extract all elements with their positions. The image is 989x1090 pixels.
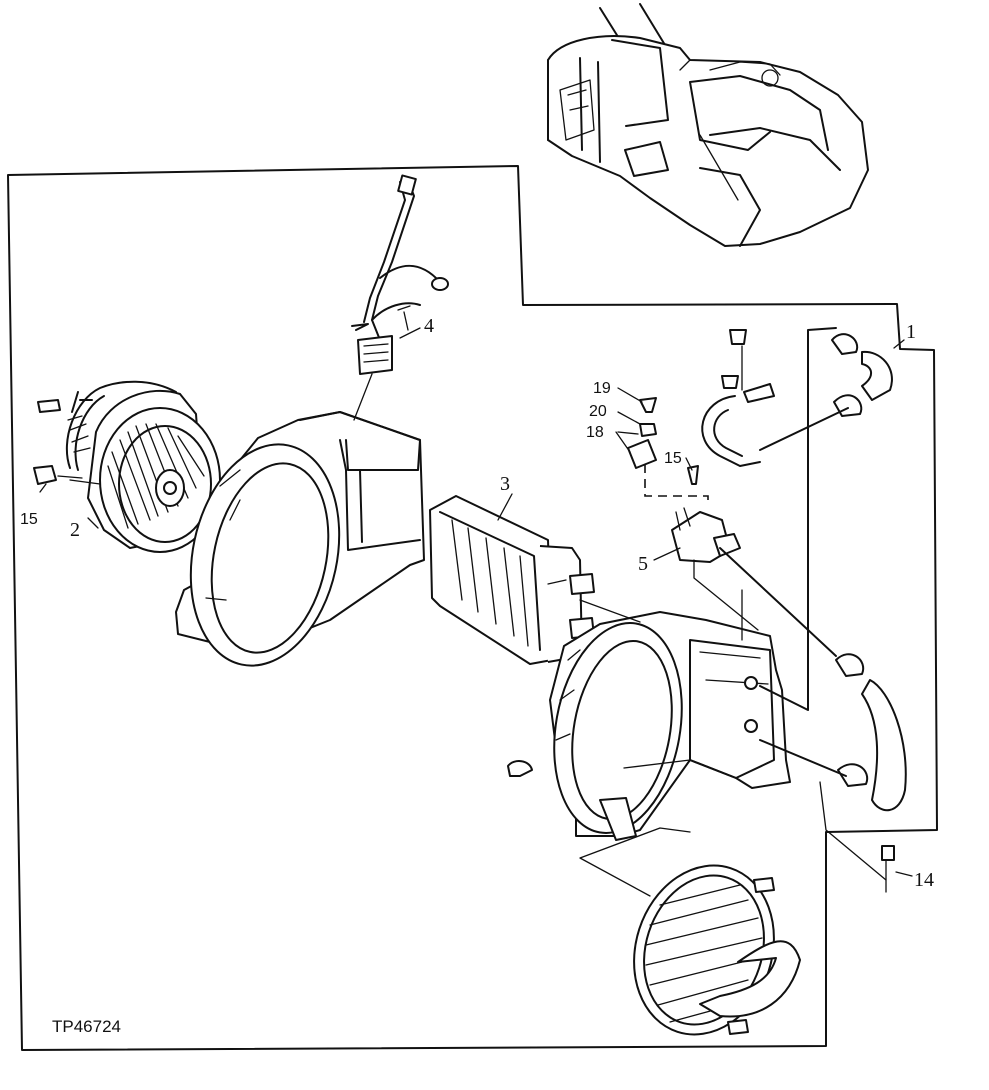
heater-core [429, 495, 595, 665]
vent-grille [633, 864, 801, 1036]
callout-5: 5 [638, 553, 648, 575]
callout-4: 4 [424, 315, 434, 337]
blower-motor [33, 380, 221, 553]
excavator-inset [547, 3, 869, 247]
callout-19: 19 [593, 380, 611, 397]
figure-code: TP46724 [52, 1017, 121, 1036]
callout-20: 20 [589, 403, 607, 420]
callout-14: 14 [914, 869, 934, 891]
callout-15-right: 15 [664, 450, 682, 467]
water-valve [627, 397, 741, 563]
wiring-harness [351, 174, 449, 375]
callout-2: 2 [70, 519, 80, 541]
callout-15-left: 15 [20, 511, 38, 528]
heater-case [549, 611, 791, 841]
callout-3: 3 [500, 473, 510, 495]
diagram-boundary [7, 165, 938, 1051]
leader-lines [69, 345, 895, 897]
hoses-clamps [507, 327, 907, 812]
callout-1: 1 [906, 321, 916, 343]
blower-housing [175, 411, 425, 667]
callout-leaders [39, 327, 913, 877]
callout-18: 18 [586, 424, 604, 441]
